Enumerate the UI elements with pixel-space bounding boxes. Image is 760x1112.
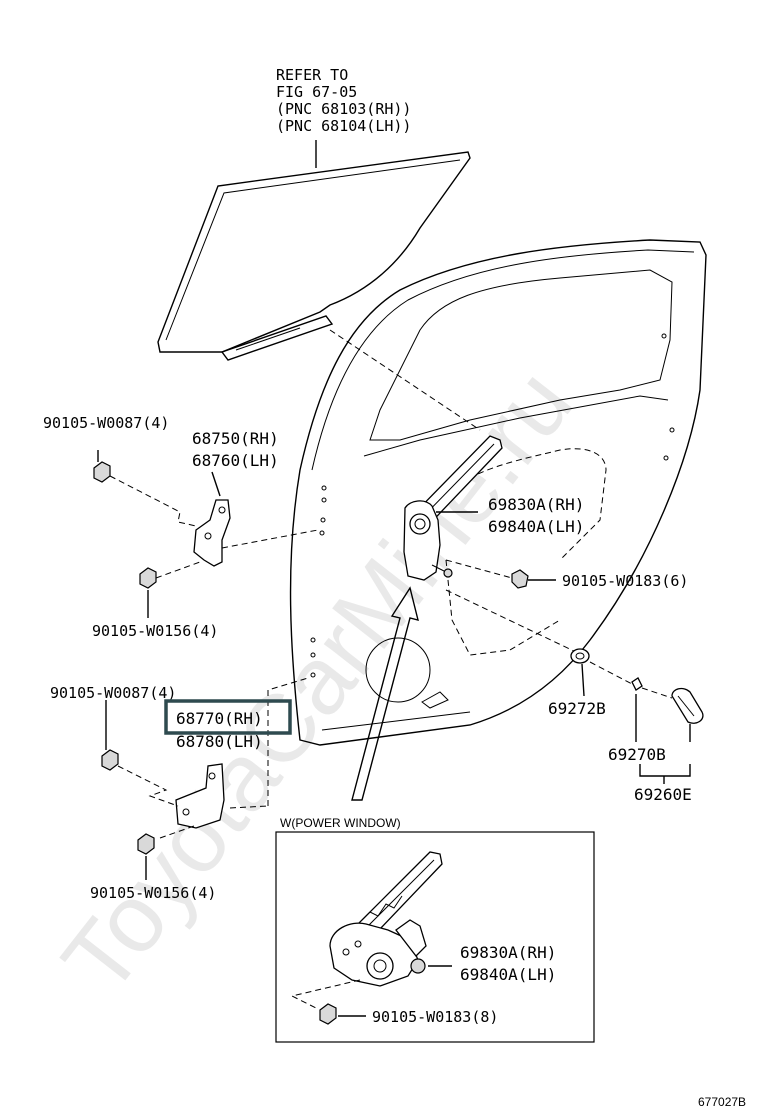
label-bolt-lower-bottom: 90105-W0156(4) bbox=[90, 884, 216, 902]
lower-hinge-bolt-top bbox=[101, 700, 119, 771]
label-hinge-lower-rh[interactable]: 68770(RH) bbox=[176, 709, 263, 728]
inset-label-bolt: 90105-W0183(8) bbox=[372, 1008, 498, 1026]
label-bolt-upper-top: 90105-W0087(4) bbox=[43, 414, 169, 432]
highlight-box[interactable] bbox=[164, 699, 292, 735]
inset-label-regulator-rh: 69830A(RH) bbox=[460, 943, 556, 962]
label-regulator-lh: 69840A(LH) bbox=[488, 517, 584, 536]
door-panel bbox=[289, 239, 707, 746]
label-hinge-upper-lh: 68760(LH) bbox=[192, 451, 279, 470]
inset-title: W(POWER WINDOW) bbox=[280, 816, 401, 830]
inset-frame bbox=[275, 831, 595, 1043]
inset-bolt bbox=[290, 979, 366, 1025]
window-regulator bbox=[403, 435, 503, 581]
upper-hinge bbox=[109, 471, 319, 579]
figure-code: 677027B bbox=[698, 1095, 746, 1109]
inset-label-regulator-lh: 69840A(LH) bbox=[460, 965, 556, 984]
grommet-part bbox=[445, 589, 590, 697]
refer-note: REFER TO FIG 67-05 (PNC 68103(RH)) (PNC … bbox=[276, 66, 411, 135]
label-handle: 69270B bbox=[608, 745, 666, 764]
label-bolt-regulator: 90105-W0183(6) bbox=[562, 572, 688, 590]
lower-hinge bbox=[117, 677, 309, 839]
label-hinge-upper-rh: 68750(RH) bbox=[192, 429, 279, 448]
glass-guide-line bbox=[329, 329, 481, 431]
refer-line-1: REFER TO bbox=[276, 66, 348, 84]
label-bolt-upper-bottom: 90105-W0156(4) bbox=[92, 622, 218, 640]
refer-line-2: FIG 67-05 bbox=[276, 83, 357, 101]
label-grommet: 69272B bbox=[548, 699, 606, 718]
watermark-text: ToyotaCarMine.ru bbox=[42, 350, 593, 1013]
power-window-inset: W(POWER WINDOW) 69830A(RH) 69840A(LH) 90… bbox=[275, 816, 595, 1043]
upper-hinge-bolt-bottom bbox=[139, 567, 157, 618]
install-arrow bbox=[351, 586, 419, 801]
refer-line-4: (PNC 68104(LH)) bbox=[276, 117, 411, 135]
label-hinge-lower-lh: 68780(LH) bbox=[176, 732, 263, 751]
label-regulator-rh: 69830A(RH) bbox=[488, 495, 584, 514]
label-handle-assy: 69260E bbox=[634, 785, 692, 804]
regulator-bolt bbox=[445, 559, 556, 589]
inset-regulator bbox=[329, 851, 452, 987]
outside-handle bbox=[635, 687, 704, 784]
lower-hinge-bolt-bottom bbox=[137, 833, 155, 880]
handle-clip bbox=[589, 661, 673, 699]
upper-hinge-bolt-top bbox=[93, 450, 111, 483]
door-glass bbox=[157, 140, 471, 361]
refer-line-3: (PNC 68103(RH)) bbox=[276, 100, 411, 118]
label-bolt-lower-top: 90105-W0087(4) bbox=[50, 684, 176, 702]
